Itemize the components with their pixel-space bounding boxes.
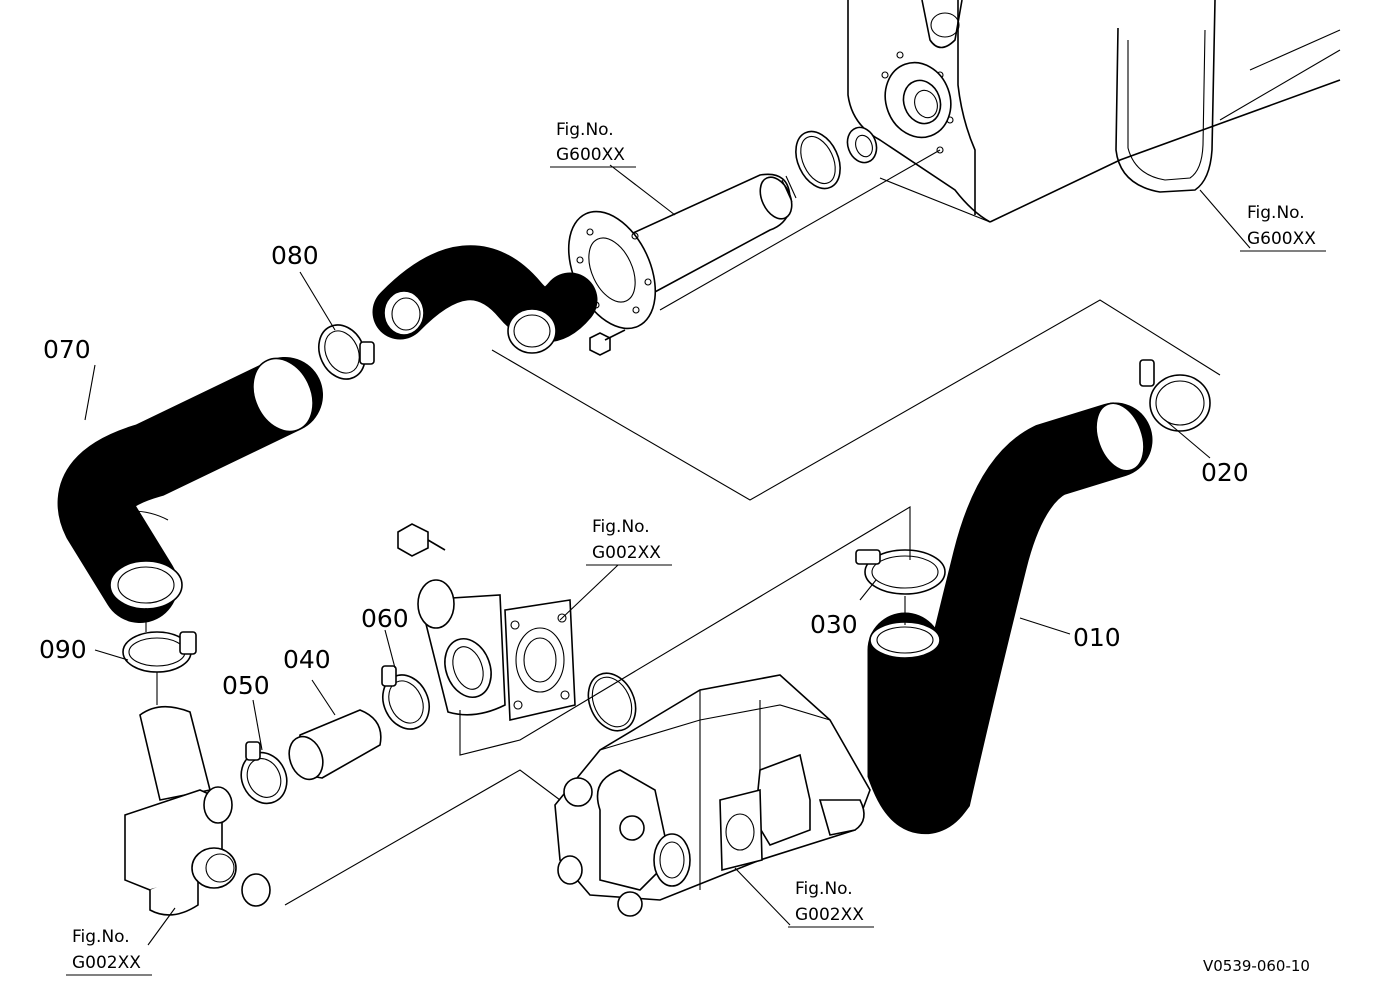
hose-clamp-080 xyxy=(318,324,375,380)
callout-060: 060 xyxy=(361,604,409,633)
fig-ref-bottom-left: Fig.No. G002XX xyxy=(66,927,152,976)
elbow-fitting xyxy=(397,523,576,721)
fig-ref-pump-line2: G002XX xyxy=(795,905,864,925)
fig-ref-mid-center-line1: Fig.No. xyxy=(592,517,650,537)
callout-030: 030 xyxy=(810,610,858,639)
suction-s-hose xyxy=(372,245,598,354)
hose-clamp-030 xyxy=(855,549,946,595)
callout-020: 020 xyxy=(1201,458,1249,487)
hose-clamp-020 xyxy=(1139,359,1211,432)
fig-ref-top-center-line2: G600XX xyxy=(556,145,625,165)
fig-ref-mid-center-line2: G002XX xyxy=(592,543,661,563)
bottom-left-fitting xyxy=(124,705,271,916)
callout-010: 010 xyxy=(1073,623,1121,652)
fig-ref-pump-line1: Fig.No. xyxy=(795,879,853,899)
o-ring xyxy=(587,672,637,732)
callout-leaders xyxy=(84,164,1251,946)
hydraulic-tank xyxy=(847,0,1341,223)
callout-070: 070 xyxy=(43,335,91,364)
fig-ref-top-center-line1: Fig.No. xyxy=(556,120,614,140)
drawing-code: V0539-060-10 xyxy=(1203,957,1310,975)
fig-ref-bottom-left-line1: Fig.No. xyxy=(72,927,130,947)
hose-clamp-090 xyxy=(122,631,197,673)
elbow-hose-070 xyxy=(57,357,323,623)
pressure-hose-010 xyxy=(867,402,1153,834)
fig-ref-top-right-line1: Fig.No. xyxy=(1247,203,1305,223)
leader-lines xyxy=(145,149,1221,906)
callout-labels: 010 020 030 040 050 060 070 080 090 xyxy=(39,241,1249,700)
fig-ref-top-right-line2: G600XX xyxy=(1247,229,1316,249)
suction-pipe-assembly xyxy=(567,173,797,330)
callout-080: 080 xyxy=(271,241,319,270)
callout-040: 040 xyxy=(283,645,331,674)
sleeve-040 xyxy=(288,709,382,781)
hydraulic-pump xyxy=(554,674,871,917)
fig-ref-pump: Fig.No. G002XX xyxy=(788,879,874,928)
tank-flange xyxy=(884,61,952,139)
callout-050: 050 xyxy=(222,671,270,700)
fig-ref-top-center: Fig.No. G600XX xyxy=(550,120,636,168)
fig-ref-bottom-left-line2: G002XX xyxy=(72,953,141,973)
tank-ring xyxy=(795,126,878,190)
hose-clamp-060 xyxy=(381,665,430,730)
hose-clamp-050 xyxy=(240,741,288,805)
flange-bolt xyxy=(589,329,626,356)
fig-ref-mid-center: Fig.No. G002XX xyxy=(586,517,672,566)
fig-ref-top-right: Fig.No. G600XX xyxy=(1240,203,1326,252)
callout-090: 090 xyxy=(39,635,87,664)
